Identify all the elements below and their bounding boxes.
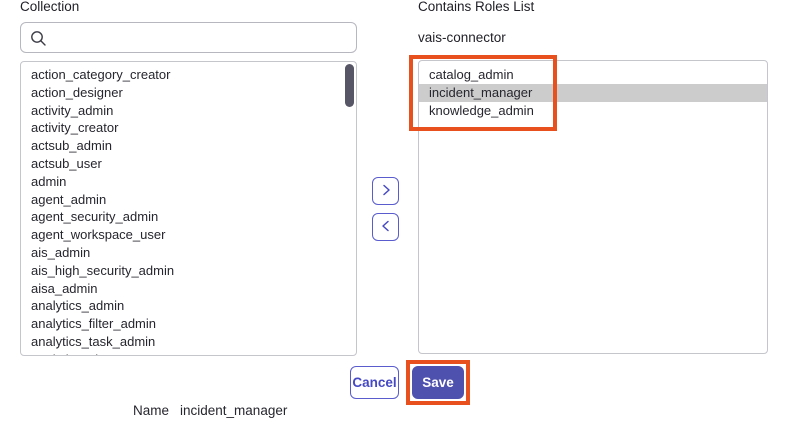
contains-roles-listbox[interactable]: catalog_admin incident_manager knowledge… <box>418 60 768 354</box>
collection-role-option[interactable]: analytics_filter_admin <box>31 316 157 332</box>
collection-search <box>20 22 357 53</box>
collection-role-option[interactable]: ais_high_security_admin <box>31 262 175 278</box>
collection-label: Collection <box>20 0 80 14</box>
name-row: Name incident_manager <box>133 403 287 419</box>
collection-role-option[interactable]: activity_creator <box>31 120 119 136</box>
collection-role-option[interactable]: activity_admin <box>31 102 114 118</box>
collection-role-option[interactable]: actsub_admin <box>31 138 112 154</box>
contains-roles-label: Contains Roles List <box>418 0 535 14</box>
move-left-button[interactable] <box>372 213 399 241</box>
scrollbar-thumb[interactable] <box>345 64 354 107</box>
move-right-button[interactable] <box>372 177 399 205</box>
save-button[interactable]: Save <box>412 366 464 399</box>
collection-role-option[interactable]: ais_admin <box>31 244 91 260</box>
collection-role-option[interactable]: agent_workspace_user <box>31 227 166 243</box>
group-name: vais-connector <box>418 30 506 45</box>
collection-role-option[interactable]: admin <box>31 173 67 189</box>
chevron-right-icon <box>379 183 393 200</box>
collection-role-option[interactable]: agent_security_admin <box>31 209 159 225</box>
name-label: Name <box>133 403 170 418</box>
collection-role-option[interactable]: action_category_creator <box>31 67 171 82</box>
chevron-left-icon <box>379 219 393 236</box>
collection-role-option[interactable]: action_designer <box>31 84 123 100</box>
collection-role-option[interactable]: analytics_admin <box>31 298 125 314</box>
collection-role-option[interactable]: analytics_task_admin <box>31 333 156 349</box>
collection-role-option[interactable]: agent_admin <box>31 191 107 207</box>
search-input[interactable] <box>51 24 351 51</box>
contained-role-option[interactable]: knowledge_admin <box>429 103 534 118</box>
collection-listbox[interactable]: action_category_creator action_designer … <box>20 61 357 356</box>
contained-role-option[interactable]: catalog_admin <box>429 67 514 82</box>
collection-role-option[interactable]: analytics_viewer <box>21 351 356 355</box>
name-value: incident_manager <box>180 403 288 418</box>
contained-role-option[interactable]: incident_manager <box>419 84 767 102</box>
collection-role-option[interactable]: actsub_user <box>31 155 102 171</box>
cancel-button[interactable]: Cancel <box>350 366 399 399</box>
collection-role-option[interactable]: aisa_admin <box>31 280 98 296</box>
